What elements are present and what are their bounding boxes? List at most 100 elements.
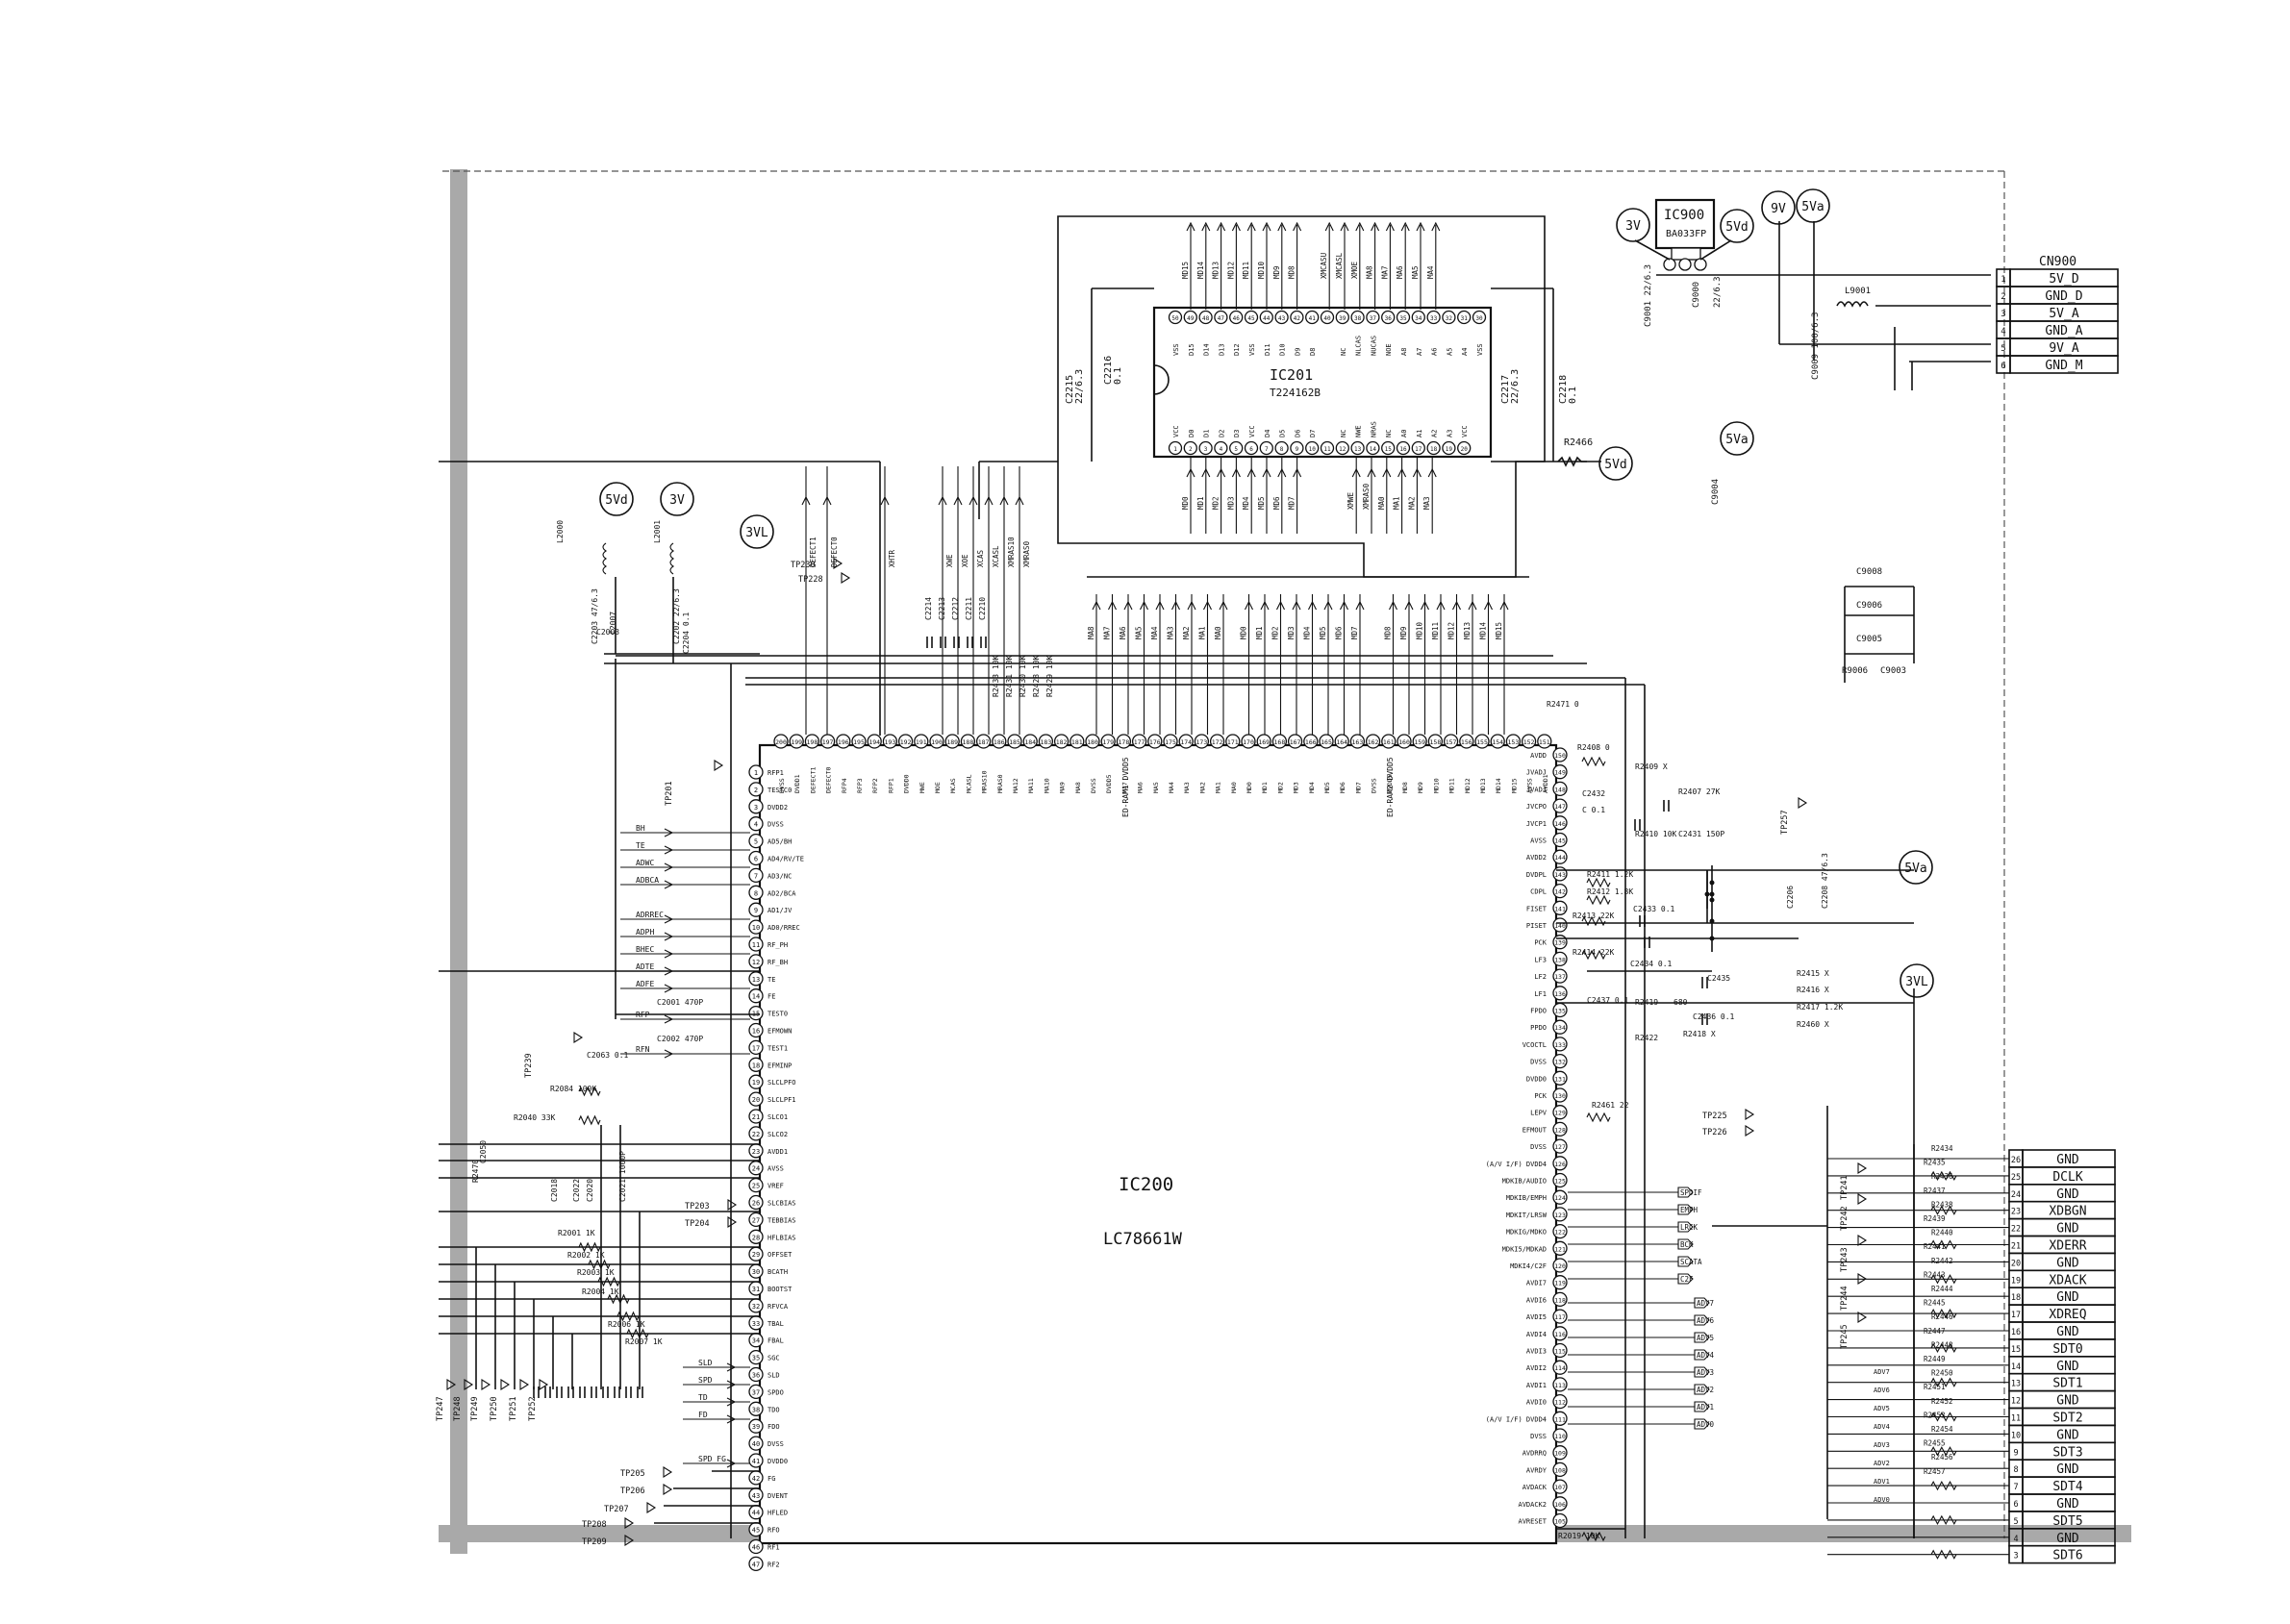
ic201-top-pin [1442,310,1456,325]
ic200-top-pin-num: 178 [1119,738,1130,746]
ic900-cap-5: C9004 [1711,479,1721,505]
ic201-top-pin-num: 30 [1475,315,1483,322]
connector-adv-label: ADV5 [1874,1405,1890,1412]
ic200-left-pin-name: SLCLPF1 [768,1096,796,1104]
ic201-top-pin-num: 33 [1430,315,1438,322]
right-component-label: R2407 27K [1678,787,1721,796]
ic201-bottom-pin-num: 4 [1220,446,1223,453]
testpoint-label: TP239 [524,1053,534,1078]
ic200-top-pin-name: MA6 [1137,782,1145,793]
ic200-top-pin [1349,734,1366,749]
ic200-right-pin-num: 114 [1554,1364,1566,1372]
ic201-bottom-pin [1457,440,1472,456]
ic201-top-pin-num: 42 [1294,315,1301,322]
top-left-signal-arrow [1015,495,1024,506]
ic200-right-pin-num: 150 [1554,752,1566,760]
ic200-top-pin-name: MD7 [1354,782,1362,793]
left-component-label: R2040 33K [514,1113,556,1122]
connector-pin-num: 6 [2013,1500,2018,1510]
ic200-top-pin-num: 185 [1009,738,1020,746]
right-side-signals: SPDIFEMPHLRCKBCKSCATAC2FADV7ADV6ADV5ADV4… [1568,1187,1715,1430]
top-bus-label: MA6 [1119,626,1127,639]
ic200-left-pin-num: 25 [752,1183,760,1190]
ic200-right-pin-name: PPDO [1530,1024,1547,1032]
testpoint-symbol [1745,1109,1755,1120]
top-bus-label: MD7 [1350,626,1359,639]
top-left-signal-arrow [880,495,890,506]
right-signal-label: ADV7 [1697,1299,1714,1308]
ic200-top-pin-num: 166 [1305,738,1317,746]
testpoint-symbol [663,1466,673,1478]
ic200-right-pin [1552,1479,1568,1494]
ic200-top-pin-name: MA5 [1152,782,1160,793]
ic200-right-pin-name: DVDPL [1526,871,1547,879]
ic200-right-pin-num: 125 [1554,1178,1566,1186]
connector-resistor-label: R2438 [1931,1200,1953,1209]
ic200-right-pin-num: 117 [1554,1313,1566,1321]
ic200-top-pin [1459,734,1474,749]
ic200-left-pin-name: AD3/NC [768,872,792,880]
right-signal-flag [1677,1256,1694,1267]
ic200-right-pin [1552,1258,1568,1273]
ic200-left-pin [748,1091,764,1107]
cn900-pin-num: 2 [2001,292,2005,302]
ic201-bottom-signal: XMWE [1346,491,1355,510]
ic200-right-pin-name: LF3 [1534,956,1547,963]
ic200-left-pin-name: AD5/BH [768,838,792,846]
testpoint-symbol [573,1032,584,1043]
ic200-right-pin-name: DVDD0 [1526,1075,1547,1083]
ic200-right-pin-num: 106 [1554,1501,1566,1509]
testpoint-label: TP251 [509,1396,518,1421]
ic200-left-pin [748,1022,764,1038]
top-bus-arrow [1452,600,1461,611]
ic200-right-pin [1552,1377,1568,1392]
ic200-top-pin [867,734,882,749]
ic201-cap-2-val: 0.1 [1113,367,1123,385]
ic200-top-pin [819,734,836,749]
top-cap-label: R2433 10K [992,655,1000,697]
resistor-symbol [1930,1480,1957,1491]
ic201-bottom-signal-arrow [1201,467,1211,478]
ic201-top-pins: 50VSS49D1548D1447D1346D1245VSS44D1143D10… [1168,310,1487,356]
right-signal-flag [1694,1332,1710,1343]
ic200-top-pin-num: 169 [1258,738,1270,746]
ic201-top-signal: MA6 [1396,265,1404,279]
ic200-top-pin [1505,734,1522,749]
ic200-ref: IC200 [1119,1174,1173,1195]
ic200-left-pin-name: DVSS [768,821,784,829]
ic200-top-pin-num: 183 [1041,738,1052,746]
top-left-signal: XMRAS0 [1022,540,1031,567]
top-left-signal: XCASL [992,545,1000,567]
ic201-top-pin-name: NOE [1385,343,1393,356]
ic200-right-pin-num: 141 [1554,905,1566,912]
top-left-signal-arrow [953,495,963,506]
ic200-left-pin-num: 18 [752,1062,760,1069]
ic200-left-pin-name: AD2/BCA [768,889,796,897]
left-component-label: C2002 470P [657,1035,703,1043]
ic200-right-pin-name: MDKIT/LRSW [1506,1212,1548,1219]
ic200-right-pin [1552,1428,1568,1443]
ic201-bottom-pin-name: NRAS [1370,421,1377,437]
ic200-right-pin [1552,1087,1568,1103]
resistor-symbol [578,1114,601,1126]
ic200-right-pin-num: 132 [1554,1059,1566,1066]
left-signal-arrow [664,949,674,959]
ic201-top-pin [1168,310,1183,325]
top-left-signal: XHTR [888,549,896,567]
ic201-bottom-pin-name: D3 [1233,430,1241,437]
ic200-top-pin-num: 177 [1134,738,1145,746]
ic200-top-pin-num: 197 [822,738,834,746]
connector-pin-label: GND [2056,1360,2079,1374]
ic201-bottom-pin [1198,440,1213,456]
ic200-group-label-2: ED-RAM2 DVDD5 [1386,757,1395,817]
ic200-top-pin-num: 189 [946,738,958,746]
ic201-bottom-signal: MD7 [1288,496,1296,510]
ic201-bottom-pin [1381,440,1396,456]
ic200-top-pin [1319,734,1334,749]
connector-pin-num: 21 [2011,1242,2021,1252]
connector-pin-num: 17 [2011,1311,2021,1320]
ic200-right-pin-num: 130 [1554,1092,1566,1100]
power-symbol-label: 3V [669,493,685,508]
ic200-top-pin-name: MA11 [1027,778,1035,793]
